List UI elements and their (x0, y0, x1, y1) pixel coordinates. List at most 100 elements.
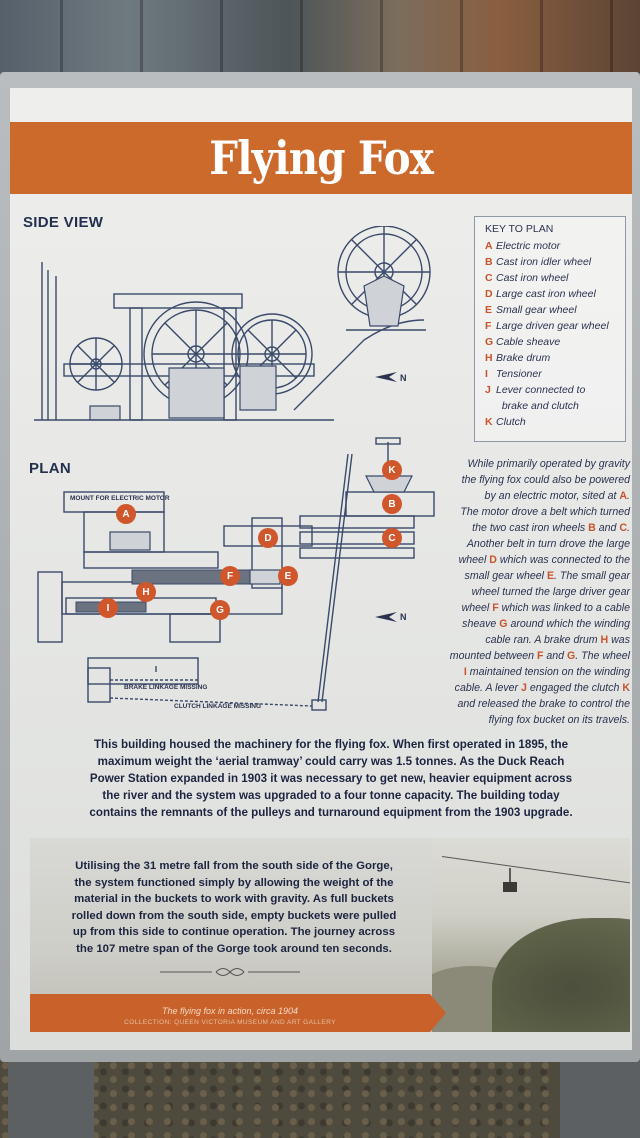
plan-heading: PLAN (29, 460, 72, 477)
paragraph-line: the river and the system was upgraded to… (102, 789, 560, 802)
plan-marker-f: F (220, 566, 240, 586)
plan-marker-i: I (98, 598, 118, 618)
brake-linkage-label: BRAKE LINKAGE MISSING (124, 684, 208, 691)
key-item-label: Cast iron wheel (496, 272, 569, 284)
photo-caption-banner (30, 994, 446, 1032)
photo-credit: COLLECTION: QUEEN VICTORIA MUSEUM AND AR… (124, 1019, 336, 1026)
key-item: F Large driven gear wheel (485, 318, 615, 334)
key-item-letter: B (485, 256, 493, 268)
description-line: Another belt in turn drove the large (466, 538, 630, 550)
key-item-label: Cable sheave (496, 336, 561, 348)
key-item-letter: K (485, 416, 493, 428)
description-line: cable. A lever J engaged the clutch K (454, 682, 630, 694)
mount-label: MOUNT FOR ELECTRIC MOTOR (70, 495, 170, 502)
plan-marker-b: B (382, 494, 402, 514)
key-item-label: Small gear wheel (496, 304, 577, 316)
description-line: small gear wheel E. The small gear (464, 570, 630, 582)
key-item-letter: F (485, 320, 492, 332)
sign-title: Flying Fox (209, 131, 434, 185)
history-paragraph: This building housed the machinery for t… (66, 736, 596, 821)
key-item: I Tensioner (485, 366, 615, 382)
key-item-label: Cast iron idler wheel (496, 256, 592, 268)
description-line: flying fox bucket on its travels. (488, 714, 630, 726)
description-line: I maintained tension on the winding (463, 666, 630, 678)
paragraph-line: This building housed the machinery for t… (93, 738, 569, 751)
description-line: cable ran. A brake drum H was (485, 634, 630, 646)
key-item-letter: D (485, 288, 493, 300)
plan-marker-e: E (278, 566, 298, 586)
plan-marker-k: K (382, 460, 402, 480)
side-view-heading: SIDE VIEW (23, 214, 104, 231)
description-line: the two cast iron wheels B and C. (472, 522, 630, 534)
paragraph-line: rolled down from the south side, empty b… (71, 909, 397, 922)
key-item-label: Electric motor (496, 240, 561, 252)
paragraph-line: material in the buckets to work with gra… (74, 893, 394, 905)
description-line: mounted between F and G. The wheel (449, 650, 630, 662)
sign-post-left (8, 1055, 94, 1138)
key-item-letter: I (485, 368, 488, 380)
paragraph-line: the 107 metre span of the Gorge took aro… (76, 942, 392, 955)
corrugated-wall-background (0, 0, 640, 80)
plan-marker-h: H (136, 582, 156, 602)
key-item-letter: H (485, 352, 493, 364)
paragraph-line: maximum weight the ‘aerial tramway’ coul… (97, 755, 565, 768)
paragraph-line: Power Station expanded in 1903 it was ne… (89, 772, 573, 785)
description-line: sheave G around which the winding (462, 618, 630, 630)
description-line: and released the brake to control the (457, 698, 630, 710)
flying-fox-photo (432, 838, 630, 1032)
paragraph-line: up from this side to continue operation.… (72, 926, 396, 938)
key-item-label: Tensioner (496, 368, 542, 380)
key-item-letter: J (485, 384, 491, 396)
key-item-label: brake and clutch (496, 400, 579, 412)
key-item-letter: C (485, 272, 493, 284)
plan-north-arrow-icon (375, 612, 397, 622)
key-item-letter: G (485, 336, 494, 348)
description-line: The motor drove a belt which turned (460, 506, 630, 518)
plan-marker-a: A (116, 504, 136, 524)
description-line: by an electric motor, sited at A. (484, 490, 630, 502)
gravity-paragraph: Utilising the 31 metre fall from the sou… (54, 858, 414, 957)
paragraph-line: contains the remnants of the pulleys and… (89, 806, 573, 819)
key-item-label: Brake drum (496, 352, 551, 364)
paragraph-line: Utilising the 31 metre fall from the sou… (75, 860, 393, 872)
bucket-icon (503, 868, 517, 892)
key-item-letter: E (485, 304, 493, 316)
sign-post-right (560, 1055, 640, 1138)
key-item: J Lever connected to (485, 382, 615, 398)
machinery-description: While primarily operated by gravity the f… (432, 456, 630, 728)
plan-north-label: N (400, 612, 407, 622)
key-item-letter: A (485, 240, 493, 252)
description-line: While primarily operated by gravity (467, 458, 631, 470)
key-item-label: Large cast iron wheel (496, 288, 596, 300)
description-line: wheel D which was connected to the (458, 554, 630, 566)
photo-caption: The flying fox in action, circa 1904 (161, 1006, 299, 1016)
description-line: the flying fox could also be powered (461, 474, 630, 486)
plan-marker-c: C (382, 528, 402, 548)
side-view-diagram (34, 226, 431, 421)
divider-flourish-icon (160, 968, 300, 976)
north-label: N (400, 373, 407, 383)
key-item: brake and clutch (485, 398, 615, 414)
plan-marker-g: G (210, 600, 230, 620)
north-arrow-icon (375, 372, 397, 382)
clutch-linkage-label: CLUTCH LINKAGE MISSING (174, 703, 262, 710)
title-banner: Flying Fox (10, 122, 632, 194)
key-item-label: Large driven gear wheel (496, 320, 609, 332)
key-item-label: Lever connected to (496, 384, 586, 396)
gravel-ground (0, 1060, 640, 1138)
description-line: wheel turned the large driver gear (471, 586, 630, 598)
paragraph-line: the system functioned simply by allowing… (74, 876, 394, 889)
key-title: KEY TO PLAN (485, 223, 554, 235)
description-line: wheel F which was linked to a cable (461, 602, 630, 614)
key-item-label: Clutch (496, 416, 526, 428)
